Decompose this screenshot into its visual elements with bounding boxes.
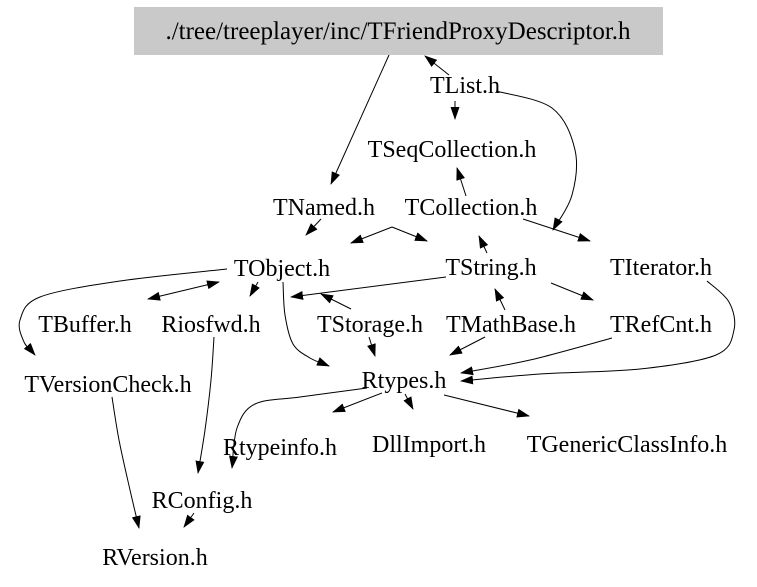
edge-tvcheck-rversion (111, 396, 141, 529)
node-tobject[interactable]: TObject.h (234, 256, 330, 282)
node-rtypeinfo[interactable]: Rtypeinfo.h (223, 435, 337, 461)
root-node-label: ./tree/treeplayer/inc/TFriendProxyDescri… (165, 18, 631, 45)
edge-tbuffer-tobject (147, 280, 220, 301)
edge-tnamed-tobject (305, 218, 322, 236)
node-tbuffer[interactable]: TBuffer.h (38, 312, 132, 338)
node-tnamed[interactable]: TNamed.h (273, 195, 375, 221)
node-titer[interactable]: TIterator.h (610, 255, 712, 281)
edge-tcoll-tobject (350, 226, 393, 244)
node-tseq[interactable]: TSeqCollection.h (368, 137, 537, 163)
node-dllimport[interactable]: DllImport.h (372, 432, 486, 458)
edge-riosfwd-rconfig (195, 336, 215, 474)
edge-tcoll-titer (522, 218, 591, 242)
edge-tstring-trefcnt (550, 282, 594, 301)
root-node: ./tree/treeplayer/inc/TFriendProxyDescri… (134, 7, 663, 55)
edge-tstorage-tobject (320, 293, 352, 310)
node-tvcheck[interactable]: TVersionCheck.h (24, 372, 191, 398)
edge-titer-rtypes (460, 280, 736, 385)
node-rtypes[interactable]: Rtypes.h (362, 368, 447, 394)
edge-tlist-tstring (495, 90, 577, 231)
edge-trefcnt-rtypes (460, 337, 613, 376)
node-trefcnt[interactable]: TRefCnt.h (610, 312, 712, 338)
root-node-box (134, 7, 663, 55)
node-tlist[interactable]: TList.h (430, 73, 500, 99)
node-rconfig[interactable]: RConfig.h (152, 488, 253, 514)
edge-rtypes-tgeneric (443, 394, 530, 418)
node-tgeneric[interactable]: TGenericClassInfo.h (527, 432, 728, 458)
edge-tmath-rtypes (449, 336, 486, 356)
node-tmath[interactable]: TMathBase.h (446, 312, 576, 338)
edge-rconfig-rversion (183, 512, 195, 528)
edge-rtypes-rtypeinfo (332, 392, 383, 413)
edge-tobject-rtypes (282, 281, 330, 367)
node-tcoll[interactable]: TCollection.h (405, 195, 538, 221)
edge-tcoll-tstring (391, 226, 428, 242)
edge-tmath-tstring (494, 288, 506, 311)
edge-tstorage-rtypes (367, 336, 376, 357)
edge-root-tnamed (330, 54, 390, 185)
edge-tlist-root (424, 55, 450, 76)
edge-tstring-tcoll (478, 235, 489, 254)
node-tstring[interactable]: TString.h (445, 255, 536, 281)
node-tstorage[interactable]: TStorage.h (317, 312, 423, 338)
edges-layer (18, 54, 736, 529)
edge-tcoll-tseq (456, 167, 467, 197)
edge-tstring-tobject (290, 276, 447, 300)
edge-rtypes-dllimport (403, 393, 414, 410)
edge-tobject-riosfwd (249, 281, 260, 297)
node-rversion[interactable]: RVersion.h (102, 545, 207, 571)
edge-tobject-tvcheck (18, 268, 228, 356)
node-riosfwd[interactable]: Riosfwd.h (161, 312, 260, 338)
edge-rtypes-rconfig (229, 387, 368, 469)
